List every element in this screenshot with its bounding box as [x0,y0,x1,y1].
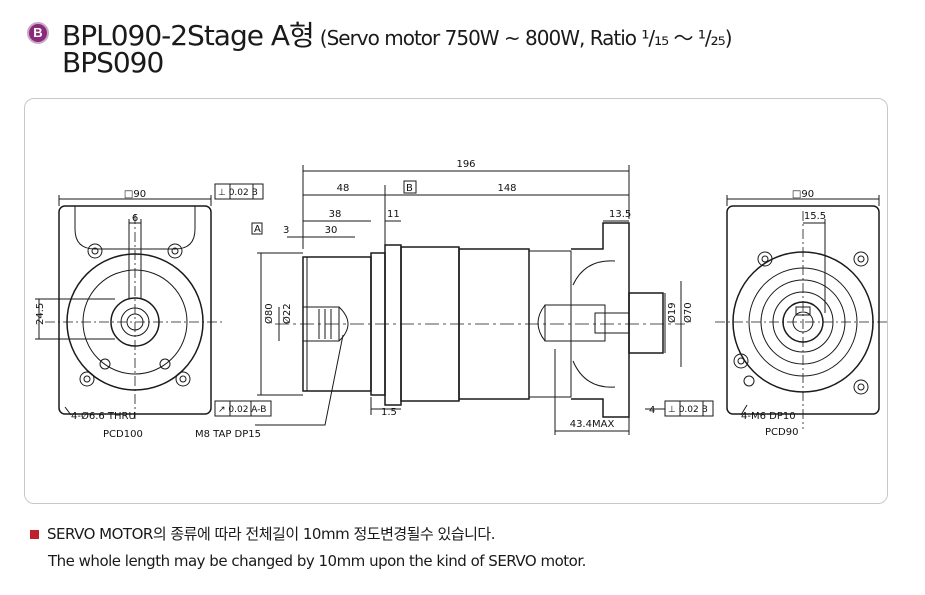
left-pcd: PCD100 [103,429,143,440]
dim-13-5: 13.5 [609,209,631,220]
left-bolt-note: 4-Ø6.6 THRU [71,410,136,422]
dim-1-5: 1.5 [381,407,397,418]
tap-note: M8 TAP DP15 [195,429,261,440]
note-english: The whole length may be changed by 10mm … [48,552,586,570]
model-name: BPL090-2Stage A형 [62,19,315,52]
dim-4: 4 [649,405,655,416]
section-badge: B [27,22,49,44]
bullet-square-icon [30,530,39,539]
dim-11: 11 [387,209,400,220]
dia-70: Ø70 [682,302,694,323]
dim-30: 30 [325,225,338,236]
total-length-dim: 196 [456,159,475,170]
left-key-width: 6 [132,213,138,224]
notes: SERVO MOTOR의 종류에 따라 전체길이 10mm 정도변경될수 있습니… [30,523,586,570]
right-square-dim: □90 [792,189,814,200]
right-pcd: PCD90 [765,427,798,438]
dim-3: 3 [283,225,289,236]
left-end-view [35,195,225,419]
drawing-panel: □90 6 24.5 4-Ø6.6 THRU PCD100 196 48 148… [24,98,891,504]
dim-38: 38 [329,209,342,220]
page-title: BPL090-2Stage A형(Servo motor 750W ~ 800W… [62,14,733,54]
dim-48: 48 [337,183,350,194]
datum-a: A [254,224,261,235]
dim-43-4max: 43.4MAX [570,419,615,430]
side-view [214,165,714,435]
note-korean: SERVO MOTOR의 종류에 따라 전체길이 10mm 정도변경될수 있습니… [30,523,586,544]
right-key-dim: 15.5 [804,211,826,222]
dim-148: 148 [497,183,516,194]
model-name-secondary: BPS090 [62,46,164,79]
dia-80: Ø80 [263,303,275,324]
tolerance-perpendicularity-top: ⊥ 0.02 B [218,188,258,198]
right-tap-note: 4-M6 DP10 [741,411,796,422]
dia-22: Ø22 [281,303,293,324]
tolerance-runout: ↗ 0.02 A-B [218,405,266,415]
datum-b: B [406,183,413,194]
dia-19: Ø19 [666,302,678,323]
model-spec: (Servo motor 750W ~ 800W, Ratio ¹/₁₅ ～ ¹… [319,26,733,50]
note-korean-text: SERVO MOTOR의 종류에 따라 전체길이 10mm 정도변경될수 있습니… [47,525,496,543]
left-key-height: 24.5 [35,303,46,325]
left-square-dim: □90 [124,189,146,200]
tolerance-perpendicularity-bottom: ⊥ 0.02 B [668,405,708,415]
technical-drawing: □90 6 24.5 4-Ø6.6 THRU PCD100 196 48 148… [35,159,891,440]
right-end-view [715,195,891,429]
